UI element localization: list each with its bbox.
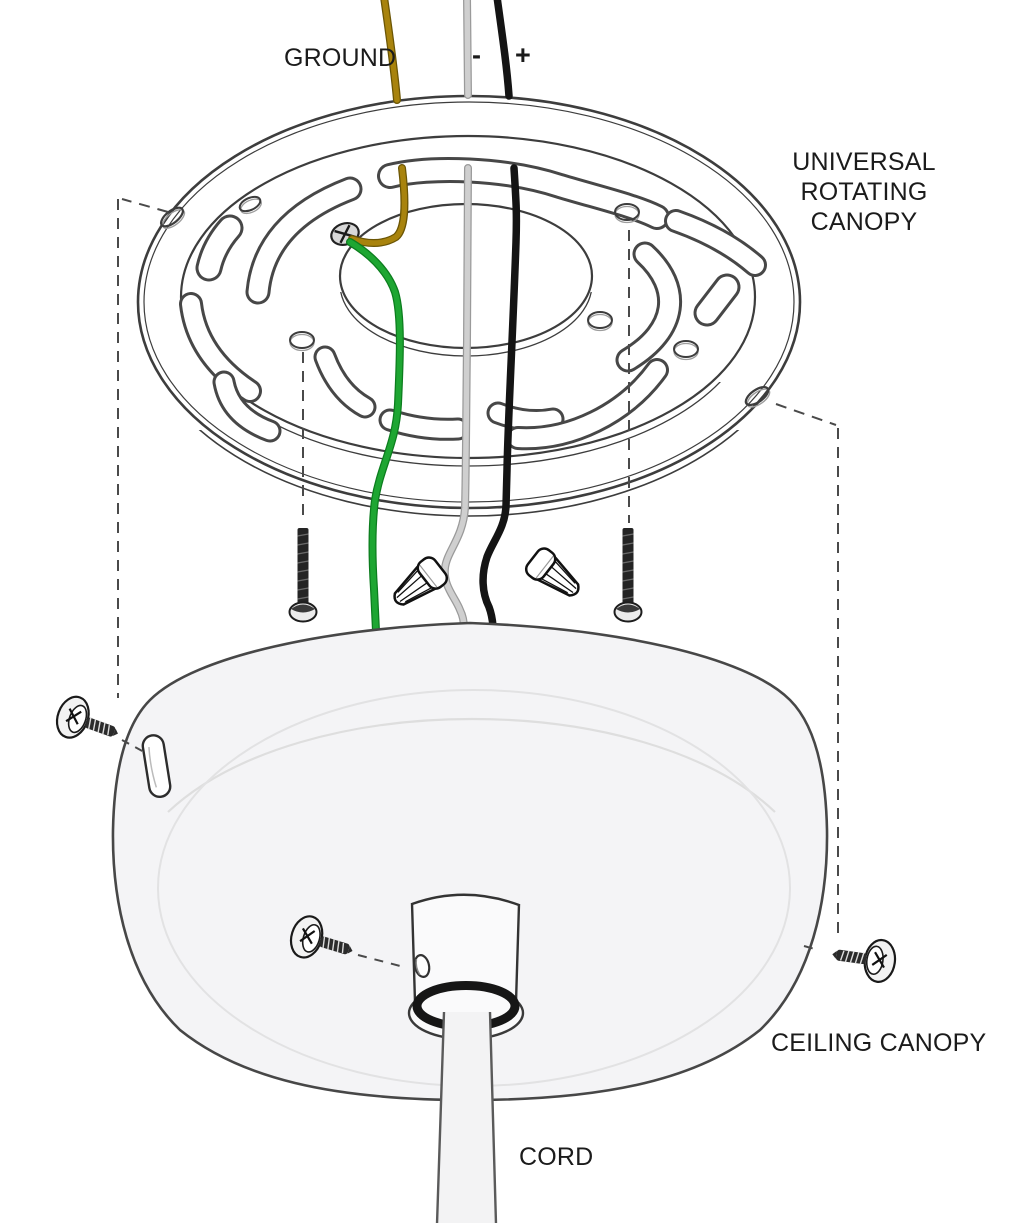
rim-hole-left: [160, 206, 186, 229]
hot-wire: [479, 0, 521, 630]
screw-alignment-guides: [302, 230, 630, 523]
phillips-screw-left: [50, 691, 127, 755]
wire-nut-right: [521, 544, 589, 607]
universal-rotating-canopy-label: UNIVERSAL ROTATING CANOPY: [792, 148, 936, 236]
ground-wire-gold: [348, 0, 409, 247]
mounting-machine-screws: [288, 527, 643, 623]
ground-label: GROUND: [284, 44, 397, 72]
canopy-screws: [50, 691, 899, 985]
outer-alignment-guides: [117, 198, 839, 940]
dome-highlight: [167, 718, 776, 813]
wire-nut-left: [384, 553, 452, 616]
universal-rotating-canopy: [136, 94, 802, 517]
wires: [346, 0, 521, 635]
machine-screw-right: [613, 527, 643, 623]
positive-sign-label: +: [515, 40, 531, 70]
cord-label: CORD: [519, 1143, 594, 1171]
phillips-screw-right: [828, 932, 899, 985]
rim-hole-right: [744, 385, 771, 408]
canopy-keyhole-slot: [141, 734, 172, 799]
plate-screw-holes: [238, 195, 699, 361]
ceiling-canopy: [111, 621, 829, 1223]
negative-sign-label: -: [472, 40, 482, 70]
mounting-slots: [179, 157, 767, 451]
slot-arc: [179, 157, 767, 451]
ceiling-canopy-label: CEILING CANOPY: [771, 1029, 987, 1057]
machine-screw-left: [288, 527, 318, 623]
neutral-wire: [440, 0, 472, 632]
cord: [435, 1011, 498, 1223]
ground-wire-green: [346, 238, 404, 635]
set-screw-hole: [413, 954, 431, 978]
strain-relief: [410, 893, 521, 1004]
